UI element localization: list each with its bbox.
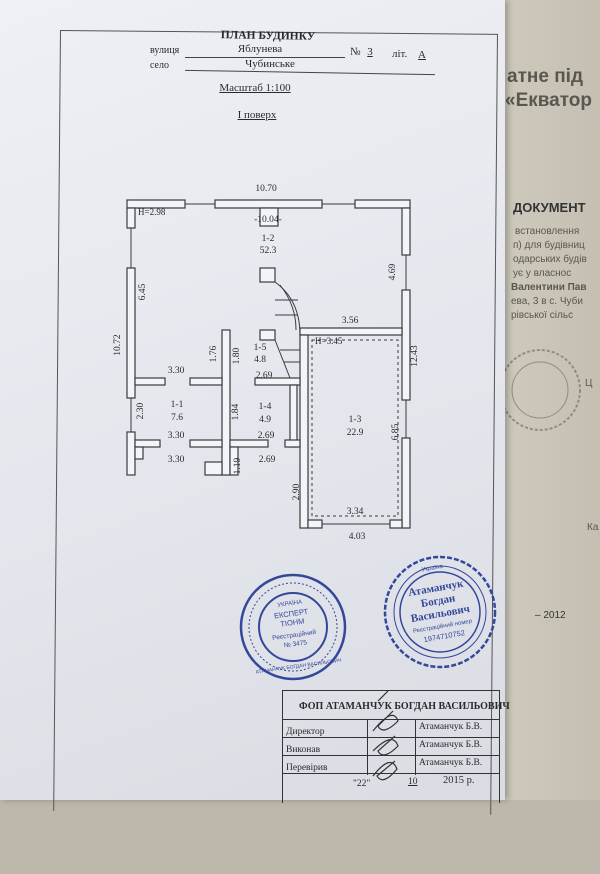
stamp-left-outer	[239, 573, 347, 681]
room-area: 22.9	[346, 428, 364, 438]
letter-value: А	[418, 49, 426, 61]
dimension-label: 3.30	[167, 431, 185, 441]
bg-year: – 2012	[535, 610, 566, 621]
stair-arc	[274, 281, 301, 336]
room-id: 1-1	[170, 400, 184, 410]
wall	[134, 439, 161, 448]
bg-line: рівської сільс	[511, 310, 574, 321]
wall	[134, 377, 166, 386]
height-label: H=2.98	[138, 207, 166, 217]
person-name: Атаманчук Б.В.	[419, 722, 483, 732]
role-label: Директор	[286, 727, 325, 737]
dimension-label: 4.03	[348, 532, 366, 542]
dimension-label: 3.30	[167, 455, 185, 465]
floor-plan-sheet: ПЛАН БУДИНКУ вулиця Яблунева № 3 літ. А …	[0, 0, 510, 815]
room-area: 4.9	[259, 415, 271, 425]
number-label: №	[350, 46, 361, 58]
floor-plan-drawing	[126, 199, 411, 529]
stamps	[239, 555, 497, 681]
dimension-label: 3.34	[346, 507, 364, 517]
date-day: "22"	[353, 779, 371, 789]
letter-label: літ.	[392, 48, 408, 60]
wall	[134, 446, 144, 460]
wall	[221, 329, 231, 476]
garage-inner-line	[311, 339, 399, 517]
bg-line: п) для будівниц	[513, 240, 585, 251]
street-underline	[185, 57, 345, 58]
dimension-label: 2.69	[255, 371, 273, 381]
street-value: Яблунева	[237, 43, 283, 55]
bg-line: одарських будів	[513, 254, 587, 265]
room-id: 1-3	[348, 415, 362, 425]
stamp-right-inner	[399, 571, 481, 653]
pillar	[259, 329, 276, 341]
dimension-label: 2.69	[257, 431, 275, 441]
bg-side-2: Ка	[587, 522, 599, 533]
person-name: Атаманчук Б.В.	[419, 758, 483, 768]
pillar	[259, 207, 279, 227]
wall	[284, 439, 301, 448]
dimension-label: 2.69	[258, 455, 276, 465]
title-block: ФОП АТАМАНЧУК БОГДАН ВАСИЛЬОВИЧ Директор…	[282, 690, 510, 803]
room-id: 1-2	[261, 234, 275, 244]
wall	[229, 446, 239, 476]
street-label: вулиця	[150, 45, 180, 56]
stamp-right-ring	[393, 565, 487, 659]
date-year: 2015 р.	[443, 775, 475, 786]
room-id: 1-5	[253, 343, 267, 353]
wall	[299, 334, 309, 529]
company-name: ФОП АТАМАНЧУК БОГДАН ВАСИЛЬОВИЧ	[299, 701, 510, 712]
signature	[372, 691, 399, 781]
role-label: Перевірив	[286, 763, 328, 773]
stamp-right-outer	[383, 555, 497, 669]
role-label: Виконав	[286, 745, 321, 755]
dimension-label: -10.04-	[254, 215, 282, 225]
stamp-left-inner	[258, 592, 328, 662]
stair-arc	[279, 284, 297, 331]
village-value: Чубинське	[245, 58, 295, 70]
dimension-label: 3.56	[341, 316, 359, 326]
date-month: 10	[408, 777, 418, 787]
bg-side-1: Ц	[585, 378, 593, 389]
wall	[189, 377, 223, 386]
floor-label: I поверх	[237, 109, 277, 121]
bg-title: ДОКУМЕНТ	[513, 200, 586, 215]
room-area: 52.3	[259, 246, 277, 256]
room-id: 1-4	[258, 402, 272, 412]
background-document: атне під «Екватор ДОКУМЕНТ встановлення …	[495, 0, 600, 800]
village-label: село	[150, 60, 169, 71]
number-value: 3	[367, 46, 373, 58]
person-name: Атаманчук Б.В.	[419, 740, 483, 750]
wall	[254, 377, 301, 386]
dimension-label: 10.70	[255, 184, 277, 194]
stamp-left-ring	[248, 582, 338, 672]
room-area: 7.6	[171, 413, 183, 423]
wall	[229, 439, 269, 448]
height-label: H=3.45	[315, 336, 343, 346]
dimension-label: 3.30	[167, 366, 185, 376]
bg-heading-2: «Екватор	[505, 90, 593, 111]
pillar	[259, 267, 276, 283]
wall	[204, 461, 223, 476]
bg-line: ева, 3 в с. Чуби	[511, 296, 583, 307]
stair-line	[274, 339, 291, 379]
room-area: 4.8	[254, 355, 266, 365]
bg-line: встановлення	[515, 226, 580, 237]
wall	[189, 439, 223, 448]
stamp-ring-text: Україна	[421, 563, 444, 574]
scale: Масштаб 1:100	[219, 82, 291, 94]
bg-heading-1: атне під	[507, 66, 584, 87]
bg-line: Валентини Пав	[511, 282, 587, 293]
bg-line: ує у власнос	[513, 268, 572, 279]
